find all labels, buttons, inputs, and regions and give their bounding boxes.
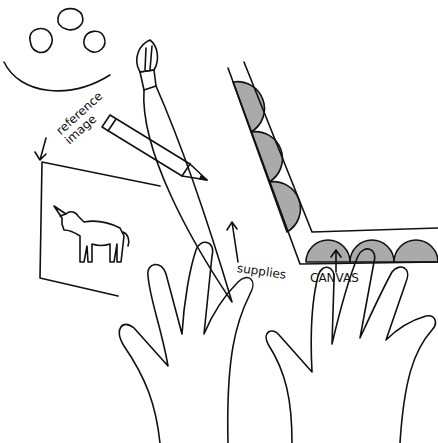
leader-arrow [35, 138, 46, 160]
brush-ferrule [140, 70, 156, 90]
pencil-lead [200, 176, 207, 180]
paint-blob [58, 9, 83, 30]
palette [4, 62, 110, 91]
paint-blob [84, 31, 105, 52]
pencil-tip [182, 164, 207, 180]
unicorn-sketch [54, 206, 129, 262]
handwritten-label: supplies [236, 262, 307, 285]
pencil [102, 115, 190, 176]
right-hand [266, 249, 435, 443]
brush-handle [144, 86, 232, 302]
brush-bristles [145, 46, 152, 70]
canvas-scallop [233, 82, 300, 232]
leader-arrow [227, 222, 238, 262]
reference-card [40, 162, 160, 296]
left-hand [119, 242, 252, 443]
pencil-eraser [108, 119, 116, 131]
paint-blob [30, 29, 52, 53]
leader-arrow [331, 250, 341, 272]
handwritten-label: CANVAS [310, 272, 380, 285]
canvas-frame [228, 62, 438, 264]
brush-bristles [137, 40, 158, 72]
